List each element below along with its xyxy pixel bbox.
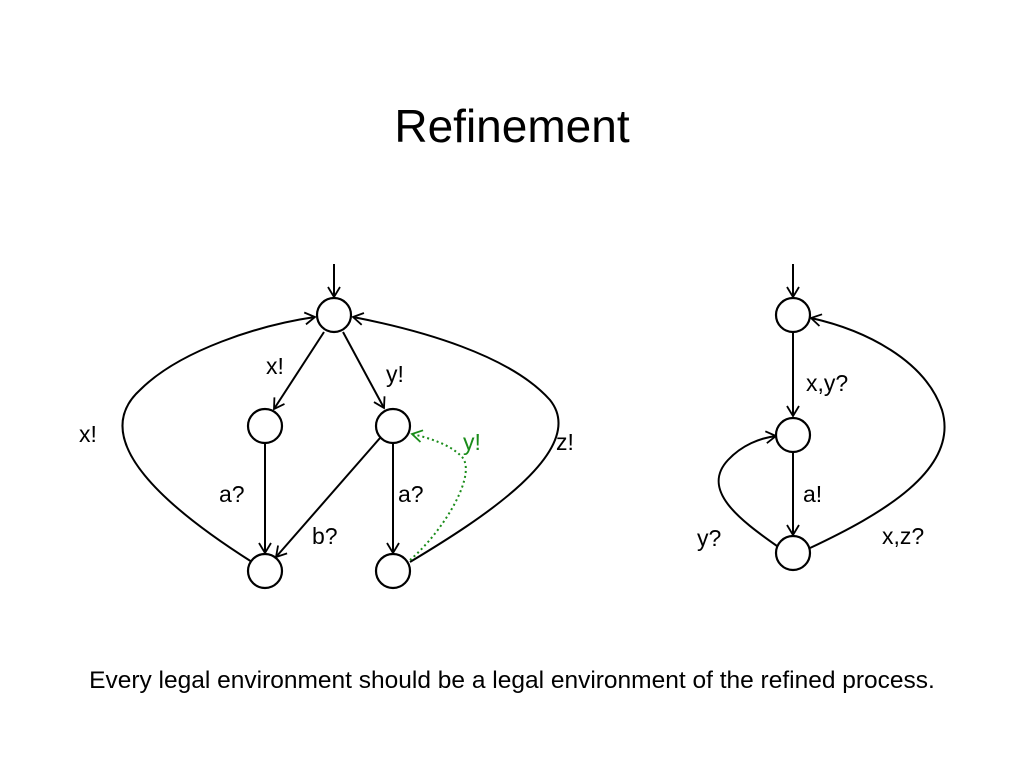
label-loop-right: z!	[556, 429, 574, 455]
left-state-botright	[374, 552, 412, 590]
label-extra-green: y!	[463, 429, 481, 455]
edge-top-to-midleft	[273, 331, 325, 411]
edge-botright-to-midright-green	[409, 429, 467, 561]
label-top-right: y!	[386, 361, 404, 387]
edge-botright-loop-to-top	[351, 312, 560, 563]
right-state-top	[774, 296, 812, 334]
label-mid-right: a?	[398, 481, 424, 507]
label-mid-left: a?	[219, 481, 245, 507]
right-state-mid	[774, 416, 812, 454]
label-right-mid: a!	[803, 481, 822, 507]
label-right-loop-right: x,z?	[882, 523, 924, 549]
right-process-diagram: x,y? a! y? x,z?	[697, 264, 946, 572]
label-loop-left: x!	[79, 421, 97, 447]
slide-title: Refinement	[394, 100, 630, 152]
left-state-midleft	[246, 407, 284, 445]
edge-right-bot-loop-to-mid	[717, 430, 778, 547]
left-state-botleft	[246, 552, 284, 590]
label-mid-cross: b?	[312, 523, 338, 549]
label-right-loop-left: y?	[697, 525, 721, 551]
edge-botleft-loop-to-top	[121, 311, 317, 563]
left-state-midright	[374, 407, 412, 445]
left-state-top	[315, 296, 353, 334]
right-state-bot	[774, 534, 812, 572]
left-process-diagram: x! y! x! a? b? a? z! y!	[79, 264, 574, 590]
label-right-top: x,y?	[806, 370, 848, 396]
edge-midright-to-botleft	[274, 437, 381, 559]
slide-caption: Every legal environment should be a lega…	[89, 667, 935, 694]
label-top-left: x!	[266, 353, 284, 379]
edge-right-bot-loop-to-top	[809, 313, 946, 549]
edge-top-to-midright	[342, 331, 386, 410]
